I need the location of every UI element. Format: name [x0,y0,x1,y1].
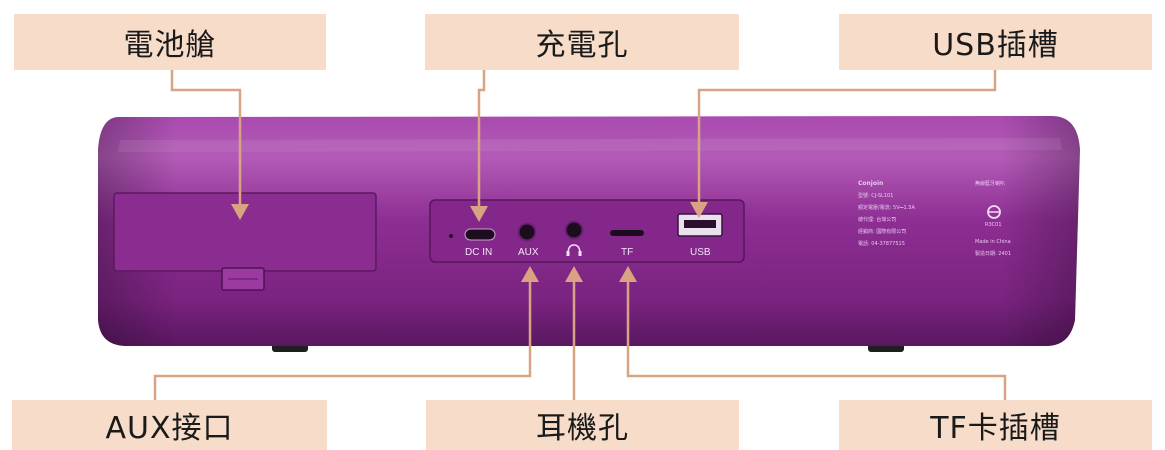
certification-logo-icon [987,205,1001,219]
tf-card-slot-label: TF卡插槽 [839,400,1152,450]
brand-text: Conjoin [858,180,884,187]
info-line-4: 經銷商: 國際有限公司 [858,229,907,235]
battery-compartment-label: 電池艙 [14,14,326,70]
product-title-text: 無線藍牙喇叭 [975,181,1006,187]
cert-code-text: R3C01 [985,222,1002,228]
headphone-jack[interactable] [564,220,584,240]
info-line-3: 總代理: 台灣公司 [858,217,897,223]
port-panel [429,199,745,263]
aux-jack[interactable] [517,222,537,242]
usb-slot-label: USB插槽 [839,14,1152,70]
dc-in-text: DC IN [465,247,493,258]
made-in-text: Made in China [975,239,1011,245]
info-line-2: 額定電壓/電流: 5V⎓1.5A [858,205,915,211]
usb-text: USB [690,247,711,258]
tf-text: TF [621,247,634,258]
info-line-5: 電話: 04-37877515 [858,241,905,247]
dc-in-port[interactable] [464,228,496,241]
tf-card-slot[interactable] [610,230,644,236]
callout-lines [153,70,1007,400]
headphone-icon [567,244,581,255]
aux-text: AUX [518,247,539,258]
manufacture-date-text: 製造日期: 2401 [975,251,1011,257]
indicator-led [449,234,453,238]
charging-port-label: 充電孔 [425,14,739,70]
aux-port-label: AUX接口 [12,400,327,450]
headphone-jack-label: 耳機孔 [426,400,739,450]
info-line-1: 型號: CJ-SL101 [858,193,894,199]
callout-arrowheads [231,202,708,282]
